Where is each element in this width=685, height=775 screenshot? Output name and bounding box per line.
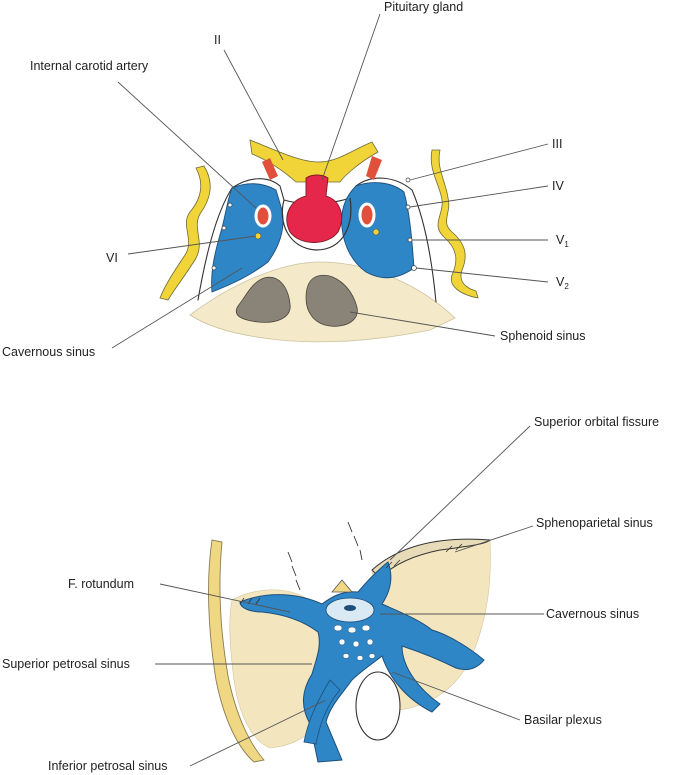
label-vi: VI [106, 251, 118, 265]
label-v1: V1 [556, 233, 569, 249]
dorsum-sellae [331, 579, 353, 593]
cavernous-sinus-network [239, 561, 485, 763]
nerve-dashes-right [347, 521, 363, 561]
right-ica-cavernous [358, 202, 376, 228]
right-v2-dot [411, 265, 417, 271]
left-ica-cavernous [254, 204, 272, 228]
label-superior-orbital-fissure: Superior orbital fissure [534, 415, 659, 429]
foramen-ovale-white [355, 671, 401, 741]
label-sphenoparietal-sinus: Sphenoparietal sinus [536, 516, 653, 530]
label-cavernous-sinus-bottom: Cavernous sinus [546, 607, 639, 621]
label-v2-sub: 2 [564, 282, 569, 291]
label-ii: II [214, 33, 221, 47]
right-vi-nerve-dot [372, 228, 380, 236]
left-ica-supraclinoid [262, 158, 278, 180]
left-iii-dot [227, 202, 233, 208]
label-v1-sub: 1 [564, 240, 569, 249]
left-iv-dot [221, 225, 227, 231]
optic-chiasm [249, 139, 379, 183]
right-temporal-edge [430, 149, 479, 299]
skull-edge-left [208, 539, 265, 763]
label-cavernous-sinus-top: Cavernous sinus [2, 345, 95, 359]
right-ica-supraclinoid [366, 156, 382, 180]
label-basilar-plexus: Basilar plexus [524, 713, 602, 727]
top-labels: Pituitary gland II Internal carotid arte… [2, 0, 585, 359]
left-sphenoid-air-cell [235, 276, 291, 323]
sella-outline [281, 197, 352, 251]
coronal-section-illustration [159, 139, 479, 343]
label-v1-main: V [556, 233, 565, 247]
label-v2-main: V [556, 275, 565, 289]
pituitary-stalk-dot [344, 605, 356, 611]
left-v-dot [211, 265, 217, 271]
left-temporal-edge [159, 165, 211, 301]
label-internal-carotid-artery: Internal carotid artery [30, 59, 149, 73]
label-pituitary-gland: Pituitary gland [384, 0, 463, 14]
right-v1-dot [407, 237, 413, 243]
label-inferior-petrosal-sinus: Inferior petrosal sinus [48, 759, 168, 773]
right-sphenoid-air-cell [305, 274, 358, 327]
superior-view-illustration [208, 521, 492, 763]
right-iv-dot [405, 204, 411, 210]
label-f-rotundum: F. rotundum [68, 577, 134, 591]
bottom-leader-lines [155, 425, 544, 767]
bottom-labels: Superior orbital fissure Sphenoparietal … [2, 415, 659, 773]
label-superior-petrosal-sinus: Superior petrosal sinus [2, 657, 130, 671]
label-iv: IV [552, 179, 564, 193]
intercavernous-lacunae [333, 624, 376, 661]
nerve-dashes-left [287, 551, 301, 591]
label-v2: V2 [556, 275, 569, 291]
top-leader-lines [111, 13, 549, 349]
inferior-petrosal-channel [303, 679, 341, 745]
right-iii-dot [405, 177, 411, 183]
pituitary-gland-shape [286, 174, 342, 243]
label-iii: III [552, 137, 562, 151]
label-sphenoid-sinus: Sphenoid sinus [500, 329, 585, 343]
